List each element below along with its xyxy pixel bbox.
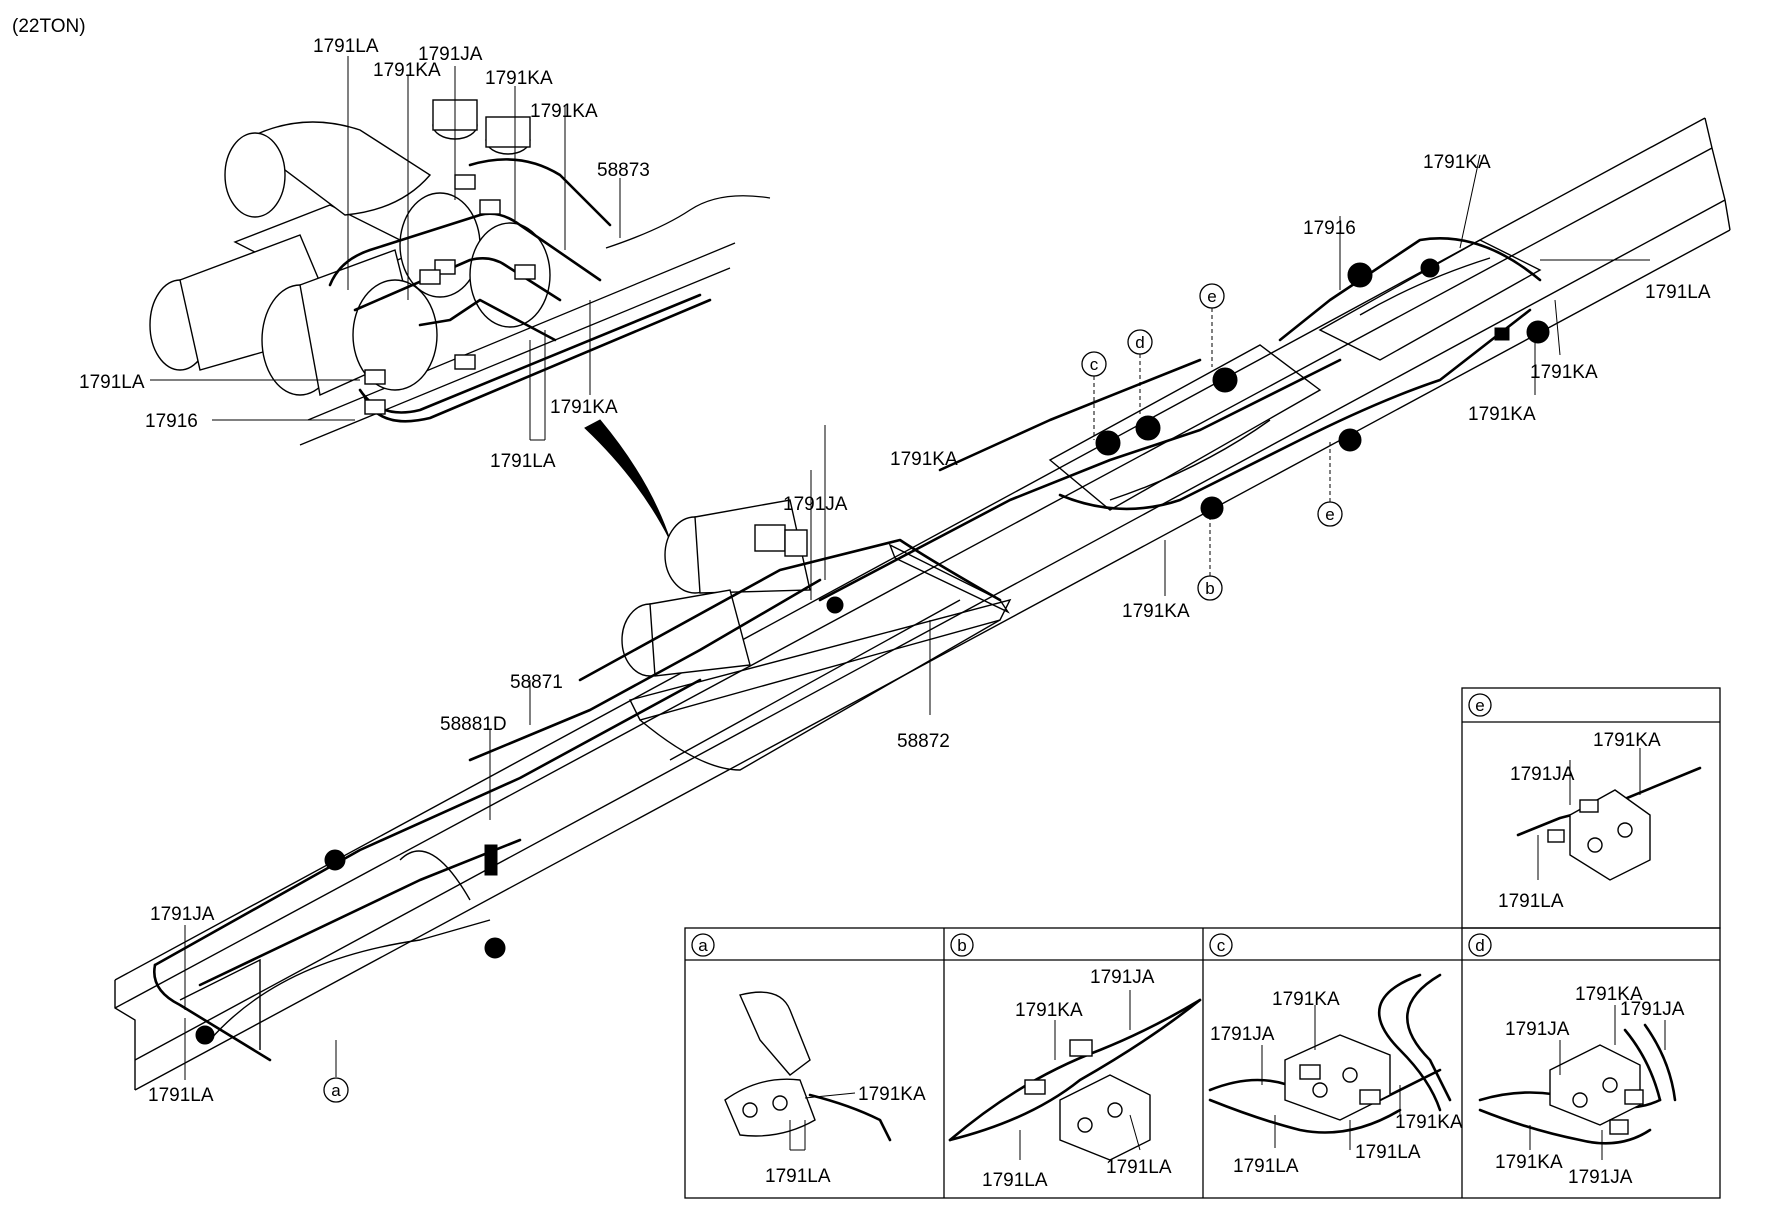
part-label: 1791KA — [1530, 362, 1598, 383]
part-label: 58873 — [597, 160, 650, 181]
part-label: 58871 — [510, 672, 563, 693]
part-label: 1791KA — [1395, 1112, 1463, 1133]
part-label: 1791KA — [1272, 989, 1340, 1010]
detail-c-letter: c — [1217, 936, 1226, 955]
part-label: 1791LA — [765, 1166, 831, 1187]
part-label: 1791JA — [1090, 967, 1155, 988]
part-label: 58872 — [897, 731, 950, 752]
main-leaders — [184, 154, 1650, 1080]
part-label: 1791KA — [530, 101, 598, 122]
part-label: 1791KA — [1423, 152, 1491, 173]
part-label: 1791LA — [148, 1085, 214, 1106]
part-label: 1791LA — [982, 1170, 1048, 1191]
air-tank-inset — [149, 99, 771, 541]
marker-b: b — [1205, 579, 1214, 598]
part-label: 1791KA — [1015, 1000, 1083, 1021]
part-label: 1791LA — [1106, 1157, 1172, 1178]
part-label: 1791JA — [418, 44, 483, 65]
marker-a: a — [331, 1081, 341, 1100]
part-label: 1791LA — [1498, 891, 1564, 912]
part-label: 17916 — [145, 411, 198, 432]
detail-row — [684, 927, 1721, 1199]
part-label: 1791LA — [1355, 1142, 1421, 1163]
part-label: 1791KA — [1593, 730, 1661, 751]
detail-e: e 1791KA 1791JA 1791LA — [1461, 687, 1721, 929]
marker-e-lower: e — [1325, 505, 1334, 524]
part-label: 1791JA — [150, 904, 215, 925]
detail-e-letter: e — [1475, 696, 1484, 715]
part-label: 1791LA — [1233, 1156, 1299, 1177]
part-label: 1791KA — [1122, 601, 1190, 622]
detail-c: c 1791KA 1791JA 1791KA 1791LA 1791LA — [1208, 933, 1463, 1177]
inset-leaders — [150, 56, 621, 441]
part-label: 1791KA — [1468, 404, 1536, 425]
detail-a: a 1791KA 1791LA — [691, 933, 926, 1187]
part-label: 1791KA — [550, 397, 618, 418]
part-label: 1791JA — [783, 494, 848, 515]
marker-e-upper: e — [1207, 287, 1216, 306]
part-label: 1791LA — [79, 372, 145, 393]
part-label: 1791KA — [858, 1084, 926, 1105]
part-label: 1791JA — [1620, 999, 1685, 1020]
part-label: 1791LA — [313, 36, 379, 57]
part-label: 1791KA — [1575, 984, 1643, 1005]
marker-c: c — [1090, 355, 1099, 374]
part-label: 1791KA — [890, 449, 958, 470]
part-label: 1791JA — [1505, 1019, 1570, 1040]
detail-b: b 1791JA 1791KA 1791LA 1791LA — [948, 933, 1202, 1191]
part-label: 1791JA — [1510, 764, 1575, 785]
part-label: 1791KA — [373, 60, 441, 81]
part-label: 1791JA — [1568, 1167, 1633, 1188]
part-label: 58881D — [440, 714, 507, 735]
marker-d: d — [1135, 333, 1144, 352]
part-label: 1791JA — [1210, 1024, 1275, 1045]
main-part-labels: 1791LA 1791JA 1791KA 1791KA 1791KA 58873… — [79, 36, 1711, 1106]
callout-markers: c d e e b a — [323, 283, 1343, 1103]
detail-b-letter: b — [957, 936, 966, 955]
part-label: 1791LA — [490, 451, 556, 472]
detail-d-letter: d — [1475, 936, 1484, 955]
detail-a-letter: a — [698, 936, 708, 955]
part-label: 1791KA — [485, 68, 553, 89]
main-pipe-runs — [152, 237, 1550, 1062]
diagram-title: (22TON) — [12, 16, 86, 37]
part-label: 1791KA — [1495, 1152, 1563, 1173]
detail-d: d 1791KA 1791JA 1791JA 1791KA 1791JA — [1468, 933, 1685, 1188]
part-label: 1791LA — [1645, 282, 1711, 303]
part-label: 17916 — [1303, 218, 1356, 239]
